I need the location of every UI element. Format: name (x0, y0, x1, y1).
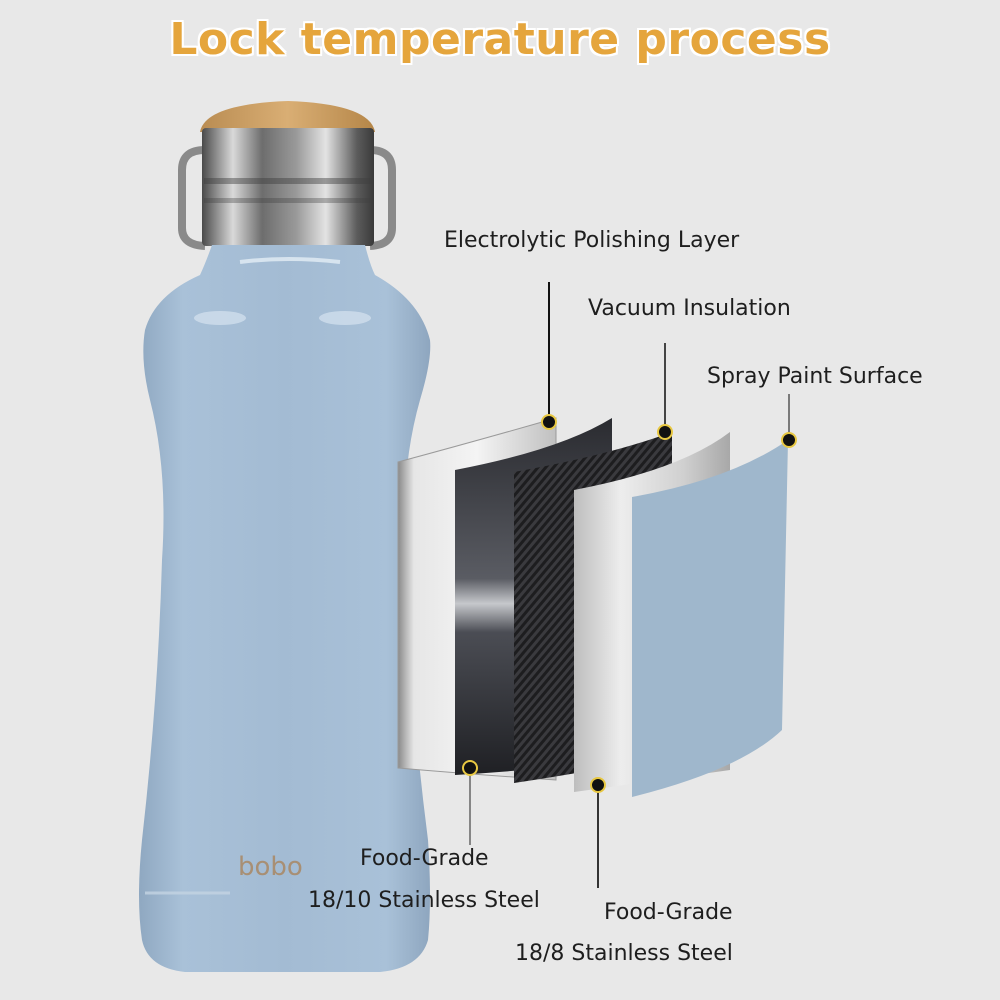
handle-right (369, 146, 396, 250)
label-spray-paint: Spray Paint Surface (707, 364, 923, 389)
label-inner-steel-line1: Food-Grade (360, 846, 489, 871)
label-outer-steel-line2: 18/8 Stainless Steel (515, 941, 733, 966)
callout-dot-electrolytic (541, 414, 557, 430)
steel-cap (202, 128, 374, 246)
bottle (139, 101, 431, 972)
callout-dot-inner-steel (462, 760, 478, 776)
layer-spray-paint (632, 440, 788, 797)
callout-dot-outer-steel (590, 777, 606, 793)
brand-logo: bobo (238, 852, 303, 882)
label-outer-steel-line1: Food-Grade (604, 900, 733, 925)
page-title: Lock temperature process (169, 14, 831, 65)
callout-dot-vacuum (657, 424, 673, 440)
label-inner-steel-line2: 18/10 Stainless Steel (308, 888, 540, 913)
callout-dot-spray-paint (781, 432, 797, 448)
handle-left (178, 146, 206, 250)
label-electrolytic-polishing: Electrolytic Polishing Layer (444, 228, 740, 253)
bamboo-lid (200, 101, 375, 132)
label-vacuum-insulation: Vacuum Insulation (588, 296, 791, 321)
bottle-body (139, 245, 431, 972)
